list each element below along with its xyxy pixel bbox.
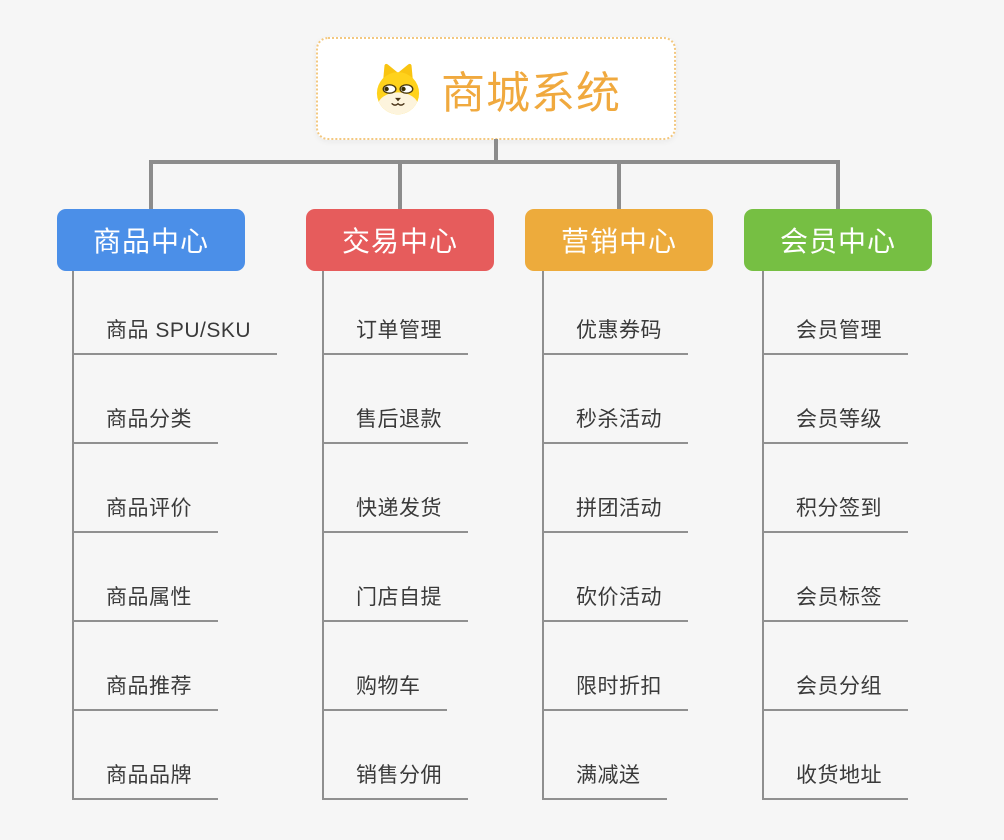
leaf-label: 拼团活动: [542, 492, 688, 533]
item-column-marketing-center: 优惠券码 秒杀活动 拼团活动 砍价活动 限时折扣 满减送: [542, 266, 688, 800]
leaf-label: 订单管理: [322, 314, 468, 355]
leaf-node[interactable]: 快递发货: [322, 444, 468, 533]
leaf-node[interactable]: 商品属性: [72, 533, 277, 622]
leaf-node[interactable]: 商品 SPU/SKU: [72, 266, 278, 355]
item-column-product-center: 商品 SPU/SKU 商品分类 商品评价 商品属性 商品推荐 商品品牌: [72, 266, 278, 800]
leaf-node[interactable]: 购物车: [322, 622, 468, 711]
branch-node-trade-center[interactable]: 交易中心: [306, 209, 494, 271]
trunk-line-trade-center: [322, 271, 324, 800]
leaf-node[interactable]: 商品评价: [72, 444, 277, 533]
leaf-label: 商品属性: [72, 581, 218, 622]
leaf-node[interactable]: 商品推荐: [72, 622, 277, 711]
leaf-label: 满减送: [542, 759, 667, 800]
connector-drop-marketing: [617, 160, 621, 210]
leaf-node[interactable]: 秒杀活动: [542, 355, 688, 444]
leaf-node[interactable]: 满减送: [542, 711, 688, 800]
item-column-member-center: 会员管理 会员等级 积分签到 会员标签 会员分组 收货地址: [762, 266, 908, 800]
leaf-label: 会员管理: [762, 314, 908, 355]
leaf-label: 售后退款: [322, 403, 468, 444]
leaf-label: 销售分佣: [322, 759, 468, 800]
leaf-node[interactable]: 会员等级: [762, 355, 908, 444]
leaf-node[interactable]: 商品分类: [72, 355, 277, 444]
connector-drop-products: [149, 160, 153, 210]
leaf-label: 优惠券码: [542, 314, 688, 355]
connector-drop-members: [836, 160, 840, 210]
trunk-line-product-center: [72, 271, 74, 800]
leaf-label: 快递发货: [322, 492, 468, 533]
branch-node-product-center[interactable]: 商品中心: [57, 209, 245, 271]
leaf-node[interactable]: 收货地址: [762, 711, 908, 800]
leaf-node[interactable]: 商品品牌: [72, 711, 277, 800]
leaf-label: 会员分组: [762, 670, 908, 711]
leaf-node[interactable]: 会员标签: [762, 533, 908, 622]
connector-root-stub: [494, 139, 498, 162]
branch-node-marketing-center[interactable]: 营销中心: [525, 209, 713, 271]
trunk-line-marketing-center: [542, 271, 544, 800]
leaf-label: 会员标签: [762, 581, 908, 622]
leaf-node[interactable]: 售后退款: [322, 355, 468, 444]
leaf-node[interactable]: 优惠券码: [542, 266, 688, 355]
leaf-node[interactable]: 销售分佣: [322, 711, 468, 800]
leaf-node[interactable]: 订单管理: [322, 266, 468, 355]
leaf-label: 收货地址: [762, 759, 908, 800]
connector-main-hline: [149, 160, 840, 164]
leaf-node[interactable]: 积分签到: [762, 444, 908, 533]
root-title: 商城系统: [441, 68, 621, 118]
branch-node-member-center[interactable]: 会员中心: [744, 209, 932, 271]
leaf-label: 砍价活动: [542, 581, 688, 622]
trunk-line-member-center: [762, 271, 764, 800]
item-column-trade-center: 订单管理 售后退款 快递发货 门店自提 购物车 销售分佣: [322, 266, 468, 800]
leaf-node[interactable]: 门店自提: [322, 533, 468, 622]
leaf-label: 商品 SPU/SKU: [72, 314, 278, 355]
leaf-label: 商品分类: [72, 403, 218, 444]
leaf-label: 秒杀活动: [542, 403, 688, 444]
leaf-label: 会员等级: [762, 403, 908, 444]
connector-drop-trade: [398, 160, 402, 210]
leaf-label: 商品品牌: [72, 759, 218, 800]
leaf-label: 限时折扣: [542, 670, 688, 711]
leaf-node[interactable]: 限时折扣: [542, 622, 688, 711]
leaf-node[interactable]: 砍价活动: [542, 533, 688, 622]
leaf-label: 商品推荐: [72, 670, 218, 711]
root-node-mall-system[interactable]: 商城系统: [316, 37, 676, 140]
leaf-label: 门店自提: [322, 581, 468, 622]
dog-face-icon: [376, 63, 420, 114]
leaf-node[interactable]: 拼团活动: [542, 444, 688, 533]
leaf-node[interactable]: 会员管理: [762, 266, 908, 355]
leaf-label: 商品评价: [72, 492, 218, 533]
leaf-label: 积分签到: [762, 492, 908, 533]
leaf-label: 购物车: [322, 670, 447, 711]
leaf-node[interactable]: 会员分组: [762, 622, 908, 711]
